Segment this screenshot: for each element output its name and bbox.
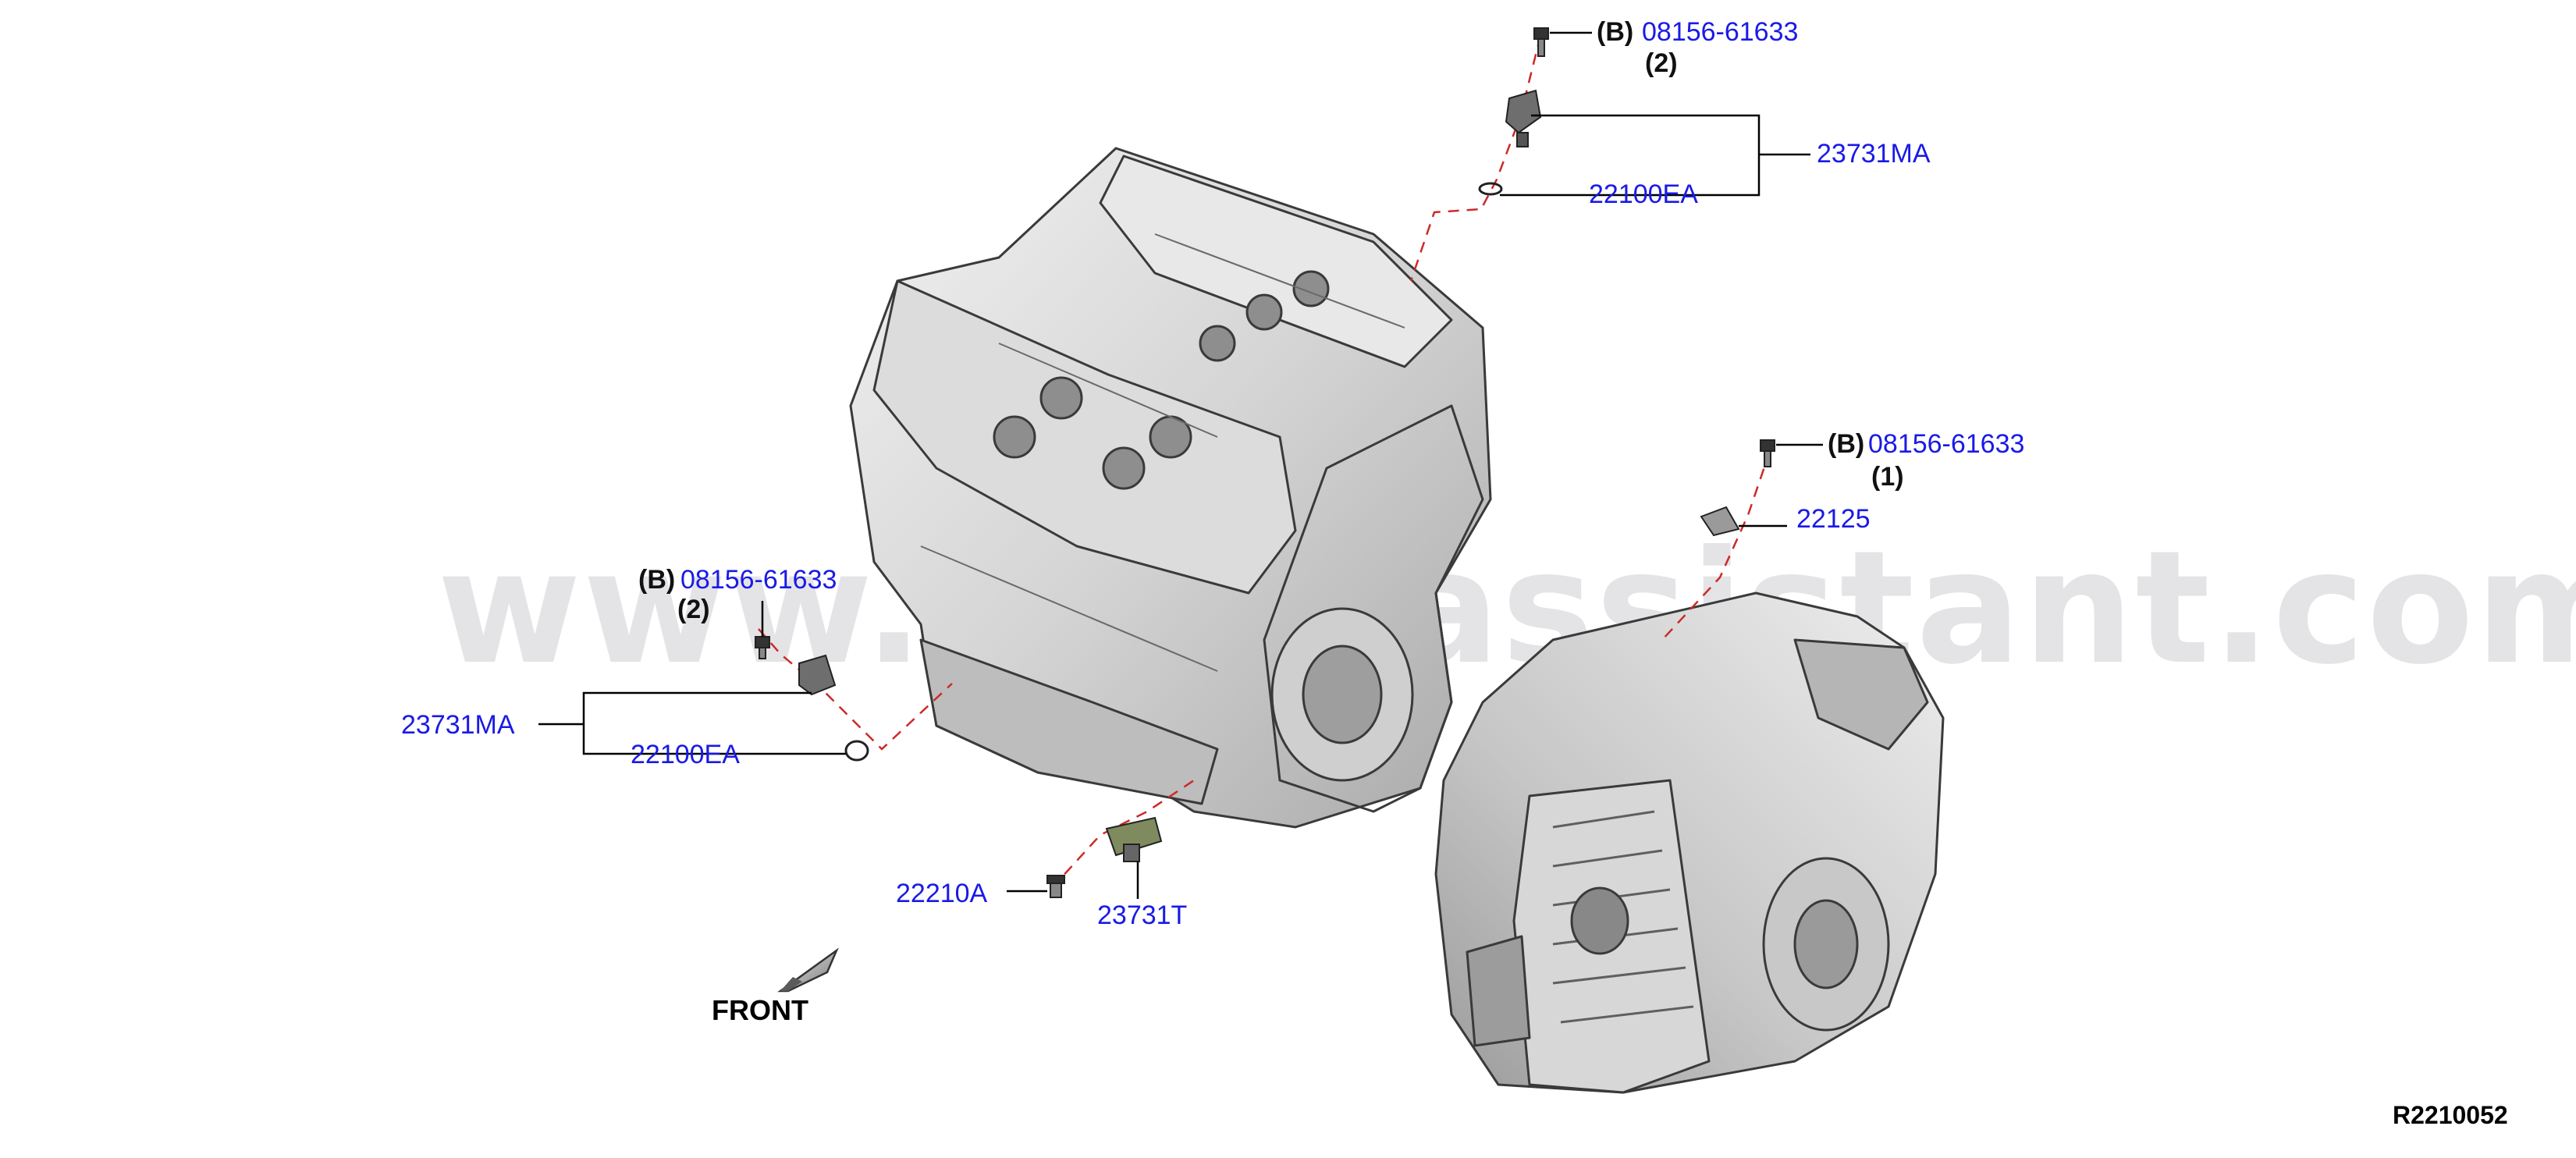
- right-sensor-part-link[interactable]: 22125: [1796, 504, 1871, 534]
- bottom-bolt: [1046, 875, 1065, 898]
- right-sensor: [1700, 506, 1740, 537]
- right-bolt-part-link[interactable]: 08156-61633: [1868, 429, 2025, 459]
- bottom-sensor: [1105, 816, 1163, 862]
- engine-block-illustration: [849, 147, 1492, 829]
- installation-axis-lines: [758, 35, 1771, 889]
- top-bolt-part-link[interactable]: 08156-61633: [1642, 17, 1799, 47]
- right-bolt-qty: (1): [1871, 462, 1904, 492]
- front-arrow-icon: [777, 947, 839, 993]
- top-bolt: [1533, 27, 1549, 57]
- left-oring: [844, 740, 869, 762]
- diagram-id: R2210052: [2393, 1101, 2508, 1129]
- front-label: FRONT: [712, 994, 808, 1026]
- bottom-sensor-part-link[interactable]: 23731T: [1097, 900, 1188, 930]
- left-bolt-qty: (2): [677, 595, 710, 624]
- left-bolt: [755, 636, 770, 659]
- left-sensor-part-link[interactable]: 23731MA: [401, 710, 515, 740]
- leader-lines: [538, 31, 1823, 899]
- top-bolt-qty: (2): [1645, 48, 1678, 78]
- left-oring-part-link[interactable]: 22100EA: [631, 740, 740, 769]
- bottom-bolt-part-link[interactable]: 22210A: [896, 879, 988, 908]
- right-bolt: [1760, 439, 1775, 467]
- top-sensor-part-link[interactable]: 23731MA: [1817, 139, 1931, 169]
- left-sensor: [798, 654, 837, 696]
- watermark: www.partsassistant.com: [437, 517, 2576, 699]
- left-bolt-part-link[interactable]: 08156-61633: [680, 565, 837, 595]
- right-bolt-code: (B): [1828, 429, 1865, 459]
- transmission-illustration: [1434, 591, 1945, 1094]
- left-bolt-code: (B): [638, 565, 676, 595]
- top-oring-part-link[interactable]: 22100EA: [1589, 179, 1698, 209]
- top-sensor: [1505, 89, 1542, 147]
- top-bolt-code: (B): [1597, 17, 1634, 47]
- top-oring: [1478, 182, 1503, 196]
